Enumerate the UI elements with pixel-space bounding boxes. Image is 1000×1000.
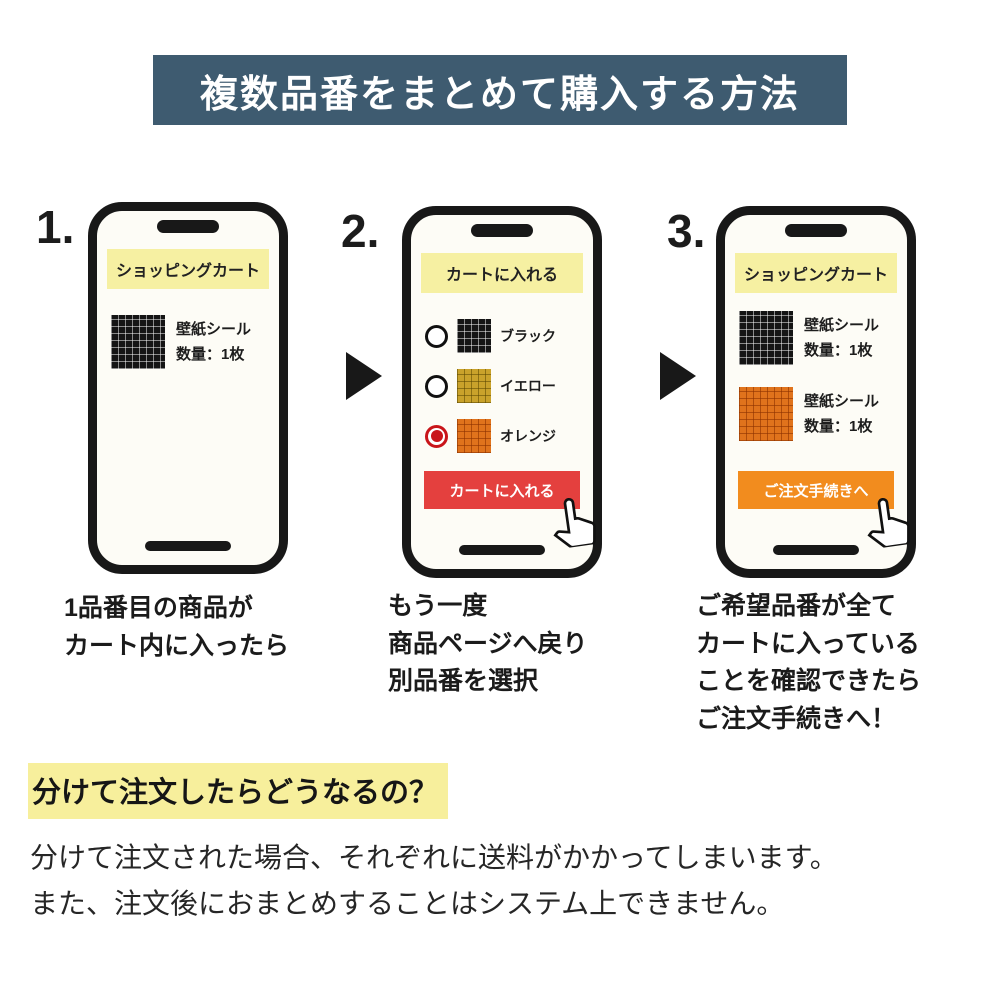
cart-item: 壁紙シール 数量：1枚 xyxy=(111,315,273,369)
product-swatch-icon xyxy=(739,311,793,365)
step-1-caption: 1品番目の商品が カート内に入ったら xyxy=(64,594,290,660)
product-name: 壁紙シール xyxy=(804,316,880,334)
radio-button[interactable] xyxy=(425,324,448,348)
product-name: 壁紙シール xyxy=(804,392,880,410)
phone-home-bar xyxy=(459,545,545,555)
product-info: 壁紙シール 数量：1枚 xyxy=(176,317,251,368)
checkout-button[interactable]: ご注文手続きへ xyxy=(738,471,910,549)
product-name: 壁紙シール xyxy=(176,320,252,338)
phone-notch xyxy=(471,224,533,237)
step-1-number: 1. xyxy=(36,201,75,253)
color-option-label: オレンジ xyxy=(500,428,556,444)
color-option-orange[interactable]: オレンジ xyxy=(425,419,587,453)
radio-button[interactable] xyxy=(425,374,448,398)
hand-cursor-icon xyxy=(553,497,596,549)
product-swatch-icon xyxy=(111,315,165,369)
color-swatch-icon xyxy=(457,419,491,453)
product-info: 壁紙シール 数量：1枚 xyxy=(804,313,879,364)
color-option-yellow[interactable]: イエロー xyxy=(425,369,587,403)
cart-header: ショッピングカート xyxy=(107,249,269,289)
step-3-number: 3. xyxy=(667,205,706,257)
cart-item: 壁紙シール 数量：1枚 xyxy=(739,387,901,441)
phone-step-1: ショッピングカート 壁紙シール 数量：1枚 xyxy=(88,202,288,574)
radio-button[interactable] xyxy=(425,424,448,448)
arrow-right-icon xyxy=(660,352,696,400)
color-option-black[interactable]: ブラック xyxy=(425,319,587,353)
checkout-button-label: ご注文手続きへ xyxy=(763,482,869,500)
phone-home-bar xyxy=(773,545,859,555)
phone-step-2: カートに入れる ブラック イエロー オレンジ カートに入れる xyxy=(402,206,602,578)
phone-notch xyxy=(157,220,219,233)
product-qty: 数量：1枚 xyxy=(804,342,873,359)
phone-notch xyxy=(785,224,847,237)
step-3-caption: ご希望品番が全て カートに入っている ことを確認できたら ご注文手続きへ！ xyxy=(696,592,922,733)
add-to-cart-header: カートに入れる xyxy=(421,253,583,293)
product-qty: 数量：1枚 xyxy=(804,418,873,435)
footer-body-text: 分けて注文された場合、それぞれに送料がかかってしまいます。 また、注文後におまと… xyxy=(30,842,838,920)
color-swatch-icon xyxy=(457,369,491,403)
page-title: 複数品番をまとめて購入する方法 xyxy=(153,55,847,125)
cart-header: ショッピングカート xyxy=(735,253,897,293)
add-to-cart-button-label: カートに入れる xyxy=(449,482,555,500)
step-2-number: 2. xyxy=(341,205,380,257)
arrow-right-icon xyxy=(346,352,382,400)
cart-item: 壁紙シール 数量：1枚 xyxy=(739,311,901,365)
footer-heading-highlight: 分けて注文したらどうなるの？ xyxy=(28,763,449,819)
phone-step-3: ショッピングカート 壁紙シール 数量：1枚 壁紙シール 数量：1枚 ご注文手続き… xyxy=(716,206,916,578)
add-to-cart-button[interactable]: カートに入れる xyxy=(424,471,596,549)
product-info: 壁紙シール 数量：1枚 xyxy=(804,389,879,440)
step-2-caption: もう一度 商品ページへ戻り 別品番を選択 xyxy=(388,592,588,695)
hand-cursor-icon xyxy=(867,497,910,549)
color-option-label: ブラック xyxy=(500,328,556,344)
product-swatch-icon xyxy=(739,387,793,441)
product-qty: 数量：1枚 xyxy=(176,346,245,363)
footer-heading: 分けて注文したらどうなるの？ xyxy=(28,763,449,819)
phone-home-bar xyxy=(145,541,231,551)
color-option-label: イエロー xyxy=(500,378,556,394)
color-swatch-icon xyxy=(457,319,491,353)
